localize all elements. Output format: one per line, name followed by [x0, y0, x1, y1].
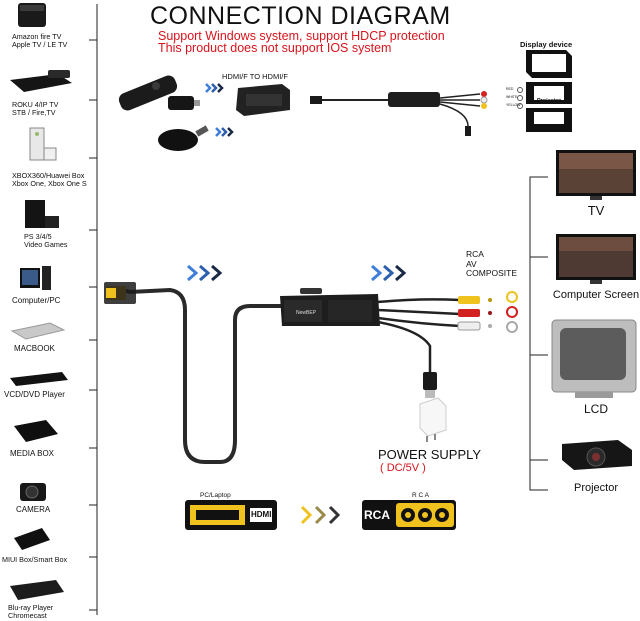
- left-bracket-ticks: [89, 39, 97, 611]
- xbox-console-icon: [29, 127, 57, 161]
- bottom-source-port: HDMI: [251, 510, 272, 519]
- chromecast-icon: [158, 125, 209, 151]
- note-ios-unsupported: This product does not support IOS system: [158, 41, 392, 55]
- adapter-label: HDMI/F TO HDMI/F: [222, 72, 288, 81]
- rca-plugs: [457, 296, 492, 331]
- display-label-computer-screen: Computer Screen: [552, 289, 640, 301]
- hdmi-coupler-icon: [236, 84, 290, 116]
- display-device-label: Display device: [520, 40, 573, 49]
- media-box-icon: [14, 420, 58, 442]
- power-supply-label: POWER SUPPLY: [378, 447, 482, 462]
- device-label-dvd: VCD/DVD Player: [4, 390, 65, 399]
- display-label-projector: Projector: [573, 482, 619, 494]
- rca-jacks-main: [506, 291, 518, 333]
- arrows-bottom: [300, 505, 341, 525]
- tv-icon: [556, 150, 636, 200]
- usb-plug-icon: [423, 372, 437, 398]
- arrows-main-left: [187, 264, 223, 282]
- bottom-source-label: PC/Laptop: [200, 492, 231, 499]
- arrows-main-right: [371, 264, 407, 282]
- desktop-computer-icon: [20, 266, 51, 290]
- hdmi-plug-icon: [104, 282, 136, 304]
- bottom-target-port: RCA: [364, 508, 390, 522]
- macbook-icon: [10, 322, 66, 340]
- bottom-target-label: R C A: [412, 492, 429, 499]
- display-device-panel: [526, 50, 572, 132]
- power-adapter-icon: [419, 397, 447, 442]
- crt-monitor-icon: [551, 319, 637, 398]
- converter-box: [280, 288, 380, 326]
- roku-box-icon: [10, 70, 72, 92]
- rca-jacks-top: [517, 87, 523, 109]
- rca-cables: [377, 298, 461, 376]
- computer-screen-icon: [556, 234, 636, 284]
- device-label-computer: Computer/PC: [12, 296, 61, 305]
- rca-tag-yellow: YELLOW: [506, 103, 521, 107]
- rca-tag-white: WHITE: [506, 95, 518, 99]
- converter-brand: NewBEP: [296, 310, 317, 316]
- display-label-lcd: LCD: [583, 402, 608, 416]
- display-label-tv: TV: [587, 203, 605, 218]
- device-label-smart-box: MIUI Box/Smart Box: [2, 555, 68, 564]
- page-title: CONNECTION DIAGRAM: [150, 2, 451, 30]
- rca-tag-red: RED: [506, 87, 514, 91]
- arrows-top-1: [205, 83, 224, 93]
- power-supply-spec: ( DC/5V ): [380, 462, 426, 474]
- dvd-player-icon: [10, 372, 68, 386]
- arrows-top-2: [215, 127, 234, 137]
- playstation-console-icon: [25, 200, 59, 228]
- note-windows-support: Support Windows system, support HDCP pro…: [158, 29, 445, 43]
- rca-target-panel: [362, 500, 456, 530]
- right-bracket-line: [529, 176, 548, 491]
- fire-tv-remote-icon: [118, 75, 178, 111]
- display-device-projector: Projector: [537, 98, 562, 104]
- bluray-player-icon: [10, 580, 64, 600]
- device-label-macbook: MACBOOK: [14, 344, 55, 353]
- projector-icon: [562, 440, 632, 470]
- top-converter-cable: [310, 91, 488, 136]
- rca-av-composite-label: RCA AV COMPOSITE: [466, 249, 518, 278]
- device-label-media-box: MEDIA BOX: [10, 449, 55, 458]
- display-device-monitor: Monitor: [540, 73, 561, 79]
- smart-box-icon: [14, 528, 50, 550]
- fire-tv-stick-icon: [168, 96, 200, 110]
- hdmi-cable: [118, 287, 282, 464]
- display-device-tv: TV: [546, 124, 554, 130]
- camera-icon: [20, 483, 46, 501]
- hdmi-source-panel: [185, 500, 277, 530]
- apple-tv-icon: [18, 3, 46, 27]
- device-label-camera: CAMERA: [16, 505, 51, 514]
